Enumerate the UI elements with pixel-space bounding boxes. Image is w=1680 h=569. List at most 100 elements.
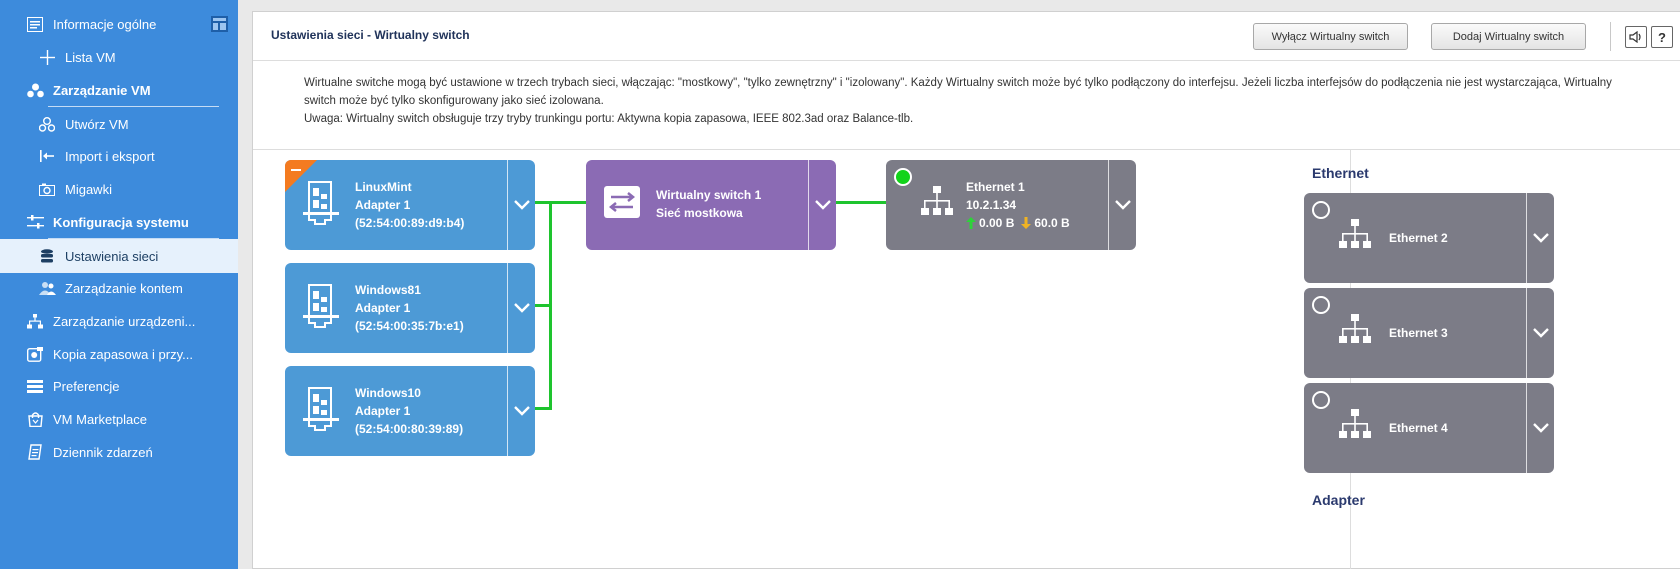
main-panel: Ustawienia sieci - Wirtualny switch Wyłą… — [252, 11, 1680, 569]
vswitch-mode: Sieć mostkowa — [656, 206, 743, 220]
link-line — [818, 201, 886, 204]
sidebar-item-import-export[interactable]: Import i eksport — [0, 139, 238, 173]
arrow-up-icon — [966, 217, 976, 229]
ethernet-card[interactable]: Ethernet 1 10.2.1.34 0.00 B 60.0 B — [886, 160, 1136, 250]
chevron-down-icon[interactable] — [1526, 383, 1554, 473]
vm-name: Windows81 — [355, 283, 421, 297]
help-button[interactable]: ? — [1651, 26, 1673, 48]
sidebar-item-label: Preferencje — [53, 378, 120, 394]
network-tree-icon — [1339, 314, 1371, 343]
status-indicator[interactable] — [1312, 391, 1330, 409]
vm-mac: (52:54:00:89:d9:b4) — [355, 216, 465, 230]
ethernet-card[interactable]: Ethernet 4 — [1304, 383, 1554, 473]
status-indicator[interactable] — [1312, 296, 1330, 314]
network-adapter-icon — [303, 387, 339, 431]
sidebar-item-label: Ustawienia sieci — [65, 248, 159, 264]
download-value: 60.0 B — [1034, 216, 1070, 230]
sidebar-item-vm-marketplace[interactable]: VM Marketplace — [0, 402, 238, 436]
sidebar-item-vm-management[interactable]: Zarządzanie VM — [0, 73, 238, 107]
virtual-switch-card[interactable]: Wirtualny switch 1 Sieć mostkowa — [586, 160, 836, 250]
network-tree-icon — [1339, 409, 1371, 438]
sidebar-item-account-management[interactable]: Zarządzanie kontem — [0, 271, 238, 305]
sidebar-item-overview[interactable]: Informacje ogólne — [0, 7, 238, 41]
camera-icon — [38, 180, 56, 198]
vm-info: LinuxMint Adapter 1 (52:54:00:89:d9:b4) — [355, 178, 464, 232]
vm-adapter-card[interactable]: LinuxMint Adapter 1 (52:54:00:89:d9:b4) — [285, 160, 535, 250]
ethernet-card[interactable]: Ethernet 2 — [1304, 193, 1554, 283]
status-indicator[interactable] — [1312, 201, 1330, 219]
log-icon — [26, 443, 44, 461]
sidebar-item-label: Utwórz VM — [65, 116, 129, 132]
chevron-down-icon[interactable] — [1526, 193, 1554, 283]
sliders-icon — [26, 213, 44, 231]
sidebar-item-label: Migawki — [65, 181, 112, 197]
ethernet-name: Ethernet 1 — [966, 180, 1025, 194]
link-line — [518, 407, 552, 410]
vm-info: Windows81 Adapter 1 (52:54:00:35:7b:e1) — [355, 281, 464, 335]
vm-adapter: Adapter 1 — [355, 198, 411, 212]
info-panel-icon — [26, 15, 44, 33]
vm-mac: (52:54:00:35:7b:e1) — [355, 319, 464, 333]
sidebar-item-system-config[interactable]: Konfiguracja systemu — [0, 205, 238, 239]
page-header: Ustawienia sieci - Wirtualny switch Wyłą… — [253, 12, 1680, 61]
traffic-stats: 0.00 B 60.0 B — [966, 214, 1070, 232]
vm-mac: (52:54:00:80:39:89) — [355, 422, 464, 436]
vm-group-icon — [26, 81, 44, 99]
chevron-down-icon[interactable] — [507, 366, 535, 456]
sidebar-divider — [48, 106, 219, 107]
switch-arrows-icon — [604, 186, 640, 218]
sidebar-item-backup[interactable]: Kopia zapasowa i przy... — [0, 337, 238, 371]
sidebar-item-create-vm[interactable]: Utwórz VM — [0, 107, 238, 141]
layout-panel-icon[interactable] — [211, 16, 228, 32]
device-tree-icon — [26, 312, 44, 330]
disable-vswitch-button[interactable]: Wyłącz Wirtualny switch — [1253, 23, 1408, 50]
sidebar-item-event-log[interactable]: Dziennik zdarzeń — [0, 435, 238, 469]
sidebar-item-label: Konfiguracja systemu — [53, 214, 189, 230]
vm-adapter: Adapter 1 — [355, 301, 411, 315]
speaker-icon[interactable] — [1625, 26, 1647, 48]
chevron-down-icon[interactable] — [1526, 288, 1554, 378]
create-vm-icon — [38, 115, 56, 133]
ethernet-card[interactable]: Ethernet 3 — [1304, 288, 1554, 378]
description-text: Wirtualne switche mogą być ustawione w t… — [304, 77, 1612, 107]
sidebar-item-label: Dziennik zdarzeń — [53, 444, 153, 460]
page-title: Ustawienia sieci - Wirtualny switch — [271, 28, 470, 42]
link-line — [518, 201, 586, 204]
minus-icon — [291, 169, 301, 171]
adapter-section-title: Adapter — [1312, 492, 1365, 508]
vm-info: Windows10 Adapter 1 (52:54:00:80:39:89) — [355, 384, 463, 438]
sidebar-item-label: Import i eksport — [65, 148, 155, 164]
sidebar-item-label: Kopia zapasowa i przy... — [53, 346, 193, 362]
sidebar-item-label: Zarządzanie VM — [53, 82, 151, 98]
divider — [253, 149, 1680, 150]
chevron-down-icon[interactable] — [507, 263, 535, 353]
arrow-down-icon — [1021, 217, 1032, 229]
vswitch-name: Wirtualny switch 1 — [656, 188, 762, 202]
backup-icon — [26, 345, 44, 363]
sidebar-item-vm-list[interactable]: Lista VM — [0, 40, 238, 74]
add-vswitch-button[interactable]: Dodaj Wirtualny switch — [1431, 23, 1586, 50]
sidebar-item-preferences[interactable]: Preferencje — [0, 369, 238, 403]
vm-adapter-card[interactable]: Windows81 Adapter 1 (52:54:00:35:7b:e1) — [285, 263, 535, 353]
vswitch-info: Wirtualny switch 1 Sieć mostkowa — [656, 186, 761, 222]
users-icon — [38, 279, 56, 297]
upload-value: 0.00 B — [979, 216, 1015, 230]
sidebar-item-snapshots[interactable]: Migawki — [0, 172, 238, 206]
corner-badge — [285, 160, 317, 192]
chevron-down-icon[interactable] — [1108, 160, 1136, 250]
chevron-down-icon[interactable] — [808, 160, 836, 250]
import-export-icon — [38, 147, 56, 165]
chevron-down-icon[interactable] — [507, 160, 535, 250]
network-tree-icon — [921, 186, 953, 215]
sidebar-item-network-settings[interactable]: Ustawienia sieci — [0, 239, 238, 273]
sidebar-item-label: Zarządzanie kontem — [65, 280, 183, 296]
database-icon — [38, 247, 56, 265]
ethernet-name: Ethernet 2 — [1389, 231, 1448, 245]
vm-adapter-card[interactable]: Windows10 Adapter 1 (52:54:00:80:39:89) — [285, 366, 535, 456]
ethernet-section-title: Ethernet — [1312, 165, 1369, 181]
link-line — [549, 201, 552, 410]
sidebar-item-device-management[interactable]: Zarządzanie urządzeni... — [0, 304, 238, 338]
sidebar-item-label: Informacje ogólne — [53, 16, 157, 32]
ethernet-name: Ethernet 3 — [1389, 326, 1448, 340]
sidebar-item-label: Zarządzanie urządzeni... — [53, 313, 196, 329]
